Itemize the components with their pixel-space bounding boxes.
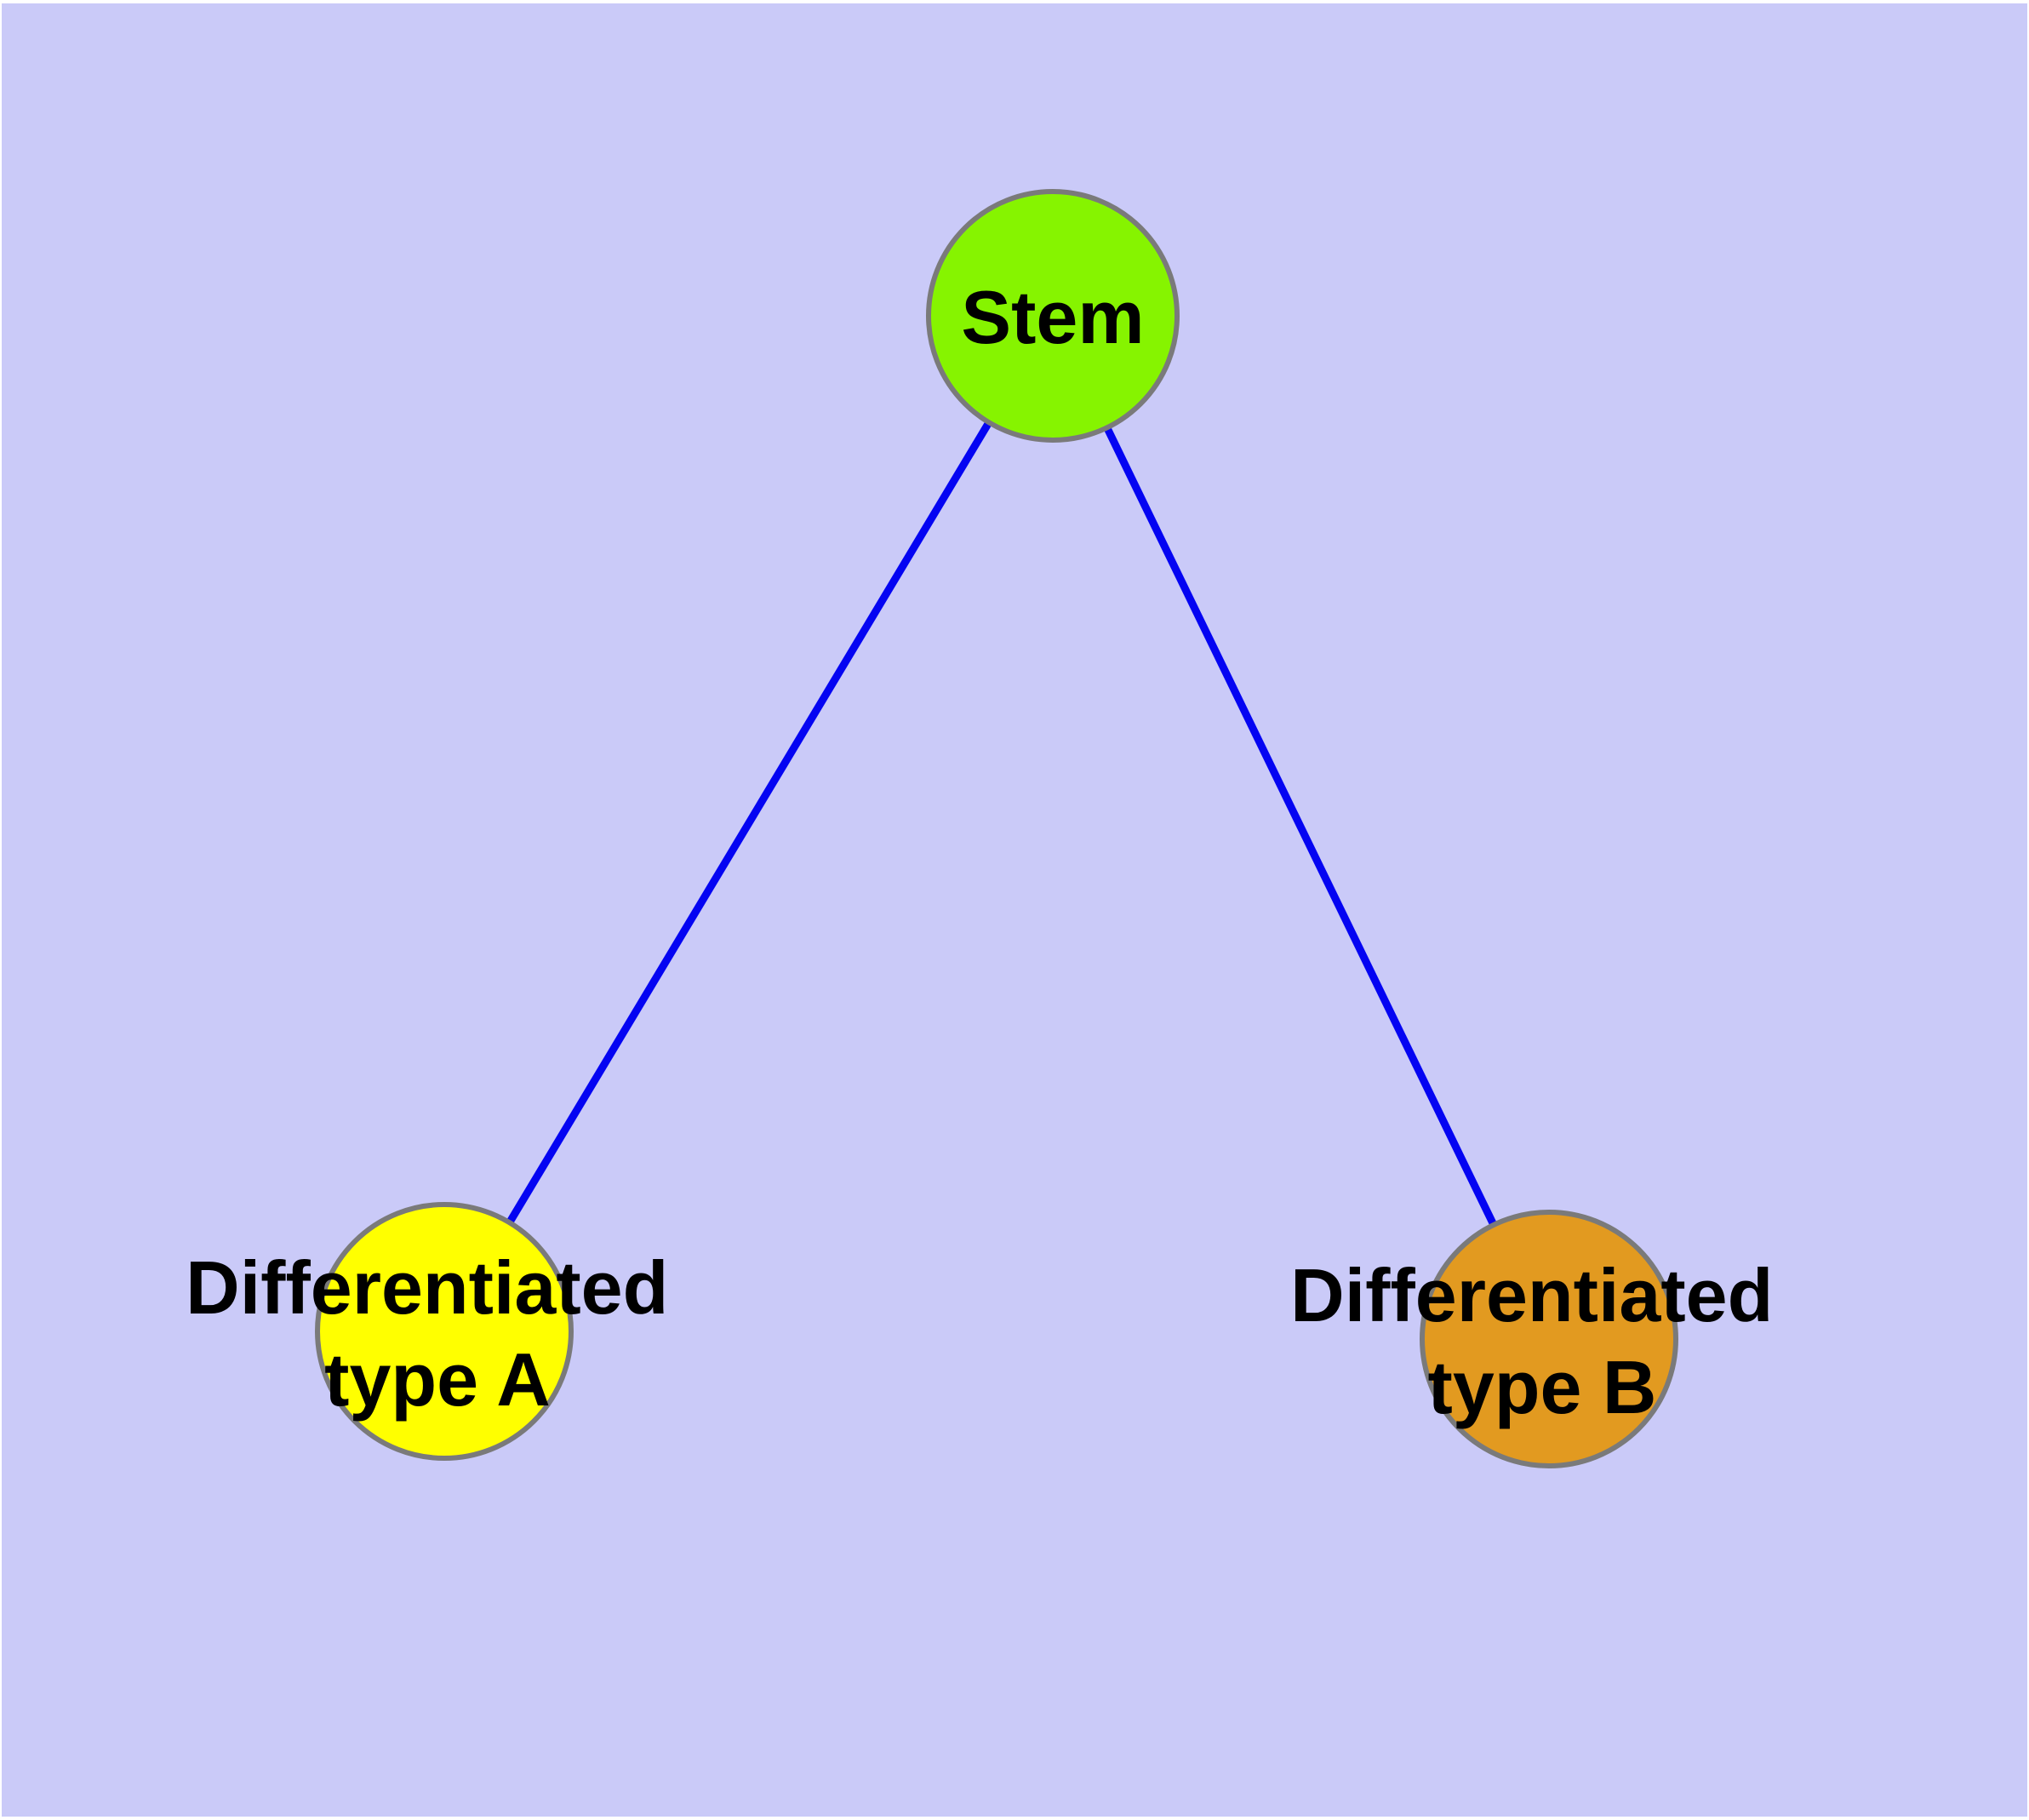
- edge-stem-to-type-a: [441, 313, 1056, 1334]
- node-stem-label: Stem: [961, 275, 1144, 359]
- node-differentiated-type-a: [315, 1202, 574, 1461]
- edge-stem-to-type-b: [1049, 314, 1553, 1341]
- node-type-a-label-line1: Differentiated: [186, 1245, 668, 1330]
- node-type-b-label-line1: Differentiated: [1290, 1253, 1773, 1337]
- node-differentiated-type-b: [1420, 1210, 1678, 1468]
- node-type-a-label-line2: type A: [324, 1337, 551, 1422]
- node-type-b-label: Differentiated type B: [1290, 1253, 1794, 1429]
- node-type-b-label-line2: type B: [1428, 1345, 1657, 1429]
- node-type-a-label: Differentiated type A: [186, 1245, 689, 1422]
- node-stem: [926, 189, 1180, 443]
